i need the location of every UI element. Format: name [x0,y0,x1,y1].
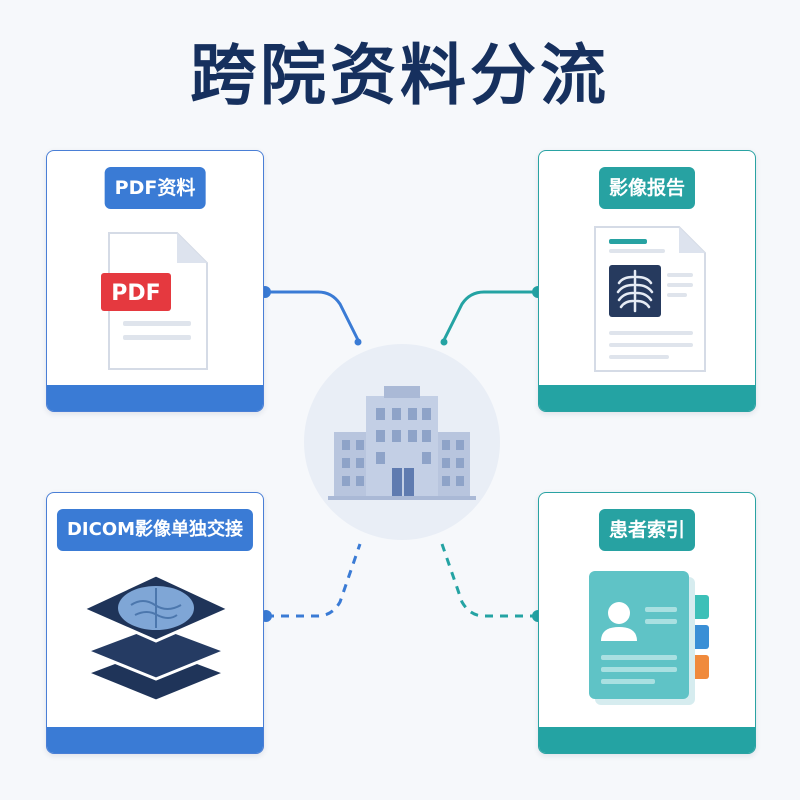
pdf-badge-text: PDF [111,281,160,306]
hospital-building-icon [328,386,476,500]
page-title: 跨院资料分流 [190,37,610,114]
index-card-label: 患者索引 [598,509,696,551]
pdf-document-icon: PDF [101,232,208,370]
patient-folder-icon [589,571,709,705]
connector-index [440,543,544,622]
hospital-hub [304,344,500,540]
connector-dicom [260,543,362,622]
dicom-card: DICOM影像单独交接 [46,492,264,754]
report-card: 影像报告 [538,150,756,412]
index-card-bar [539,727,755,753]
pdf-card: PDF资料 PDF [46,150,264,412]
report-card-label: 影像报告 [598,167,696,209]
pdf-card-bar [47,385,263,411]
dicom-card-label: DICOM影像单独交接 [56,509,254,551]
image-stack-icon [79,573,233,703]
index-card: 患者索引 [538,492,756,754]
report-card-bar [539,385,755,411]
xray-report-icon [594,226,706,372]
connector-pdf [259,286,362,346]
dicom-card-bar [47,727,263,753]
pdf-card-label: PDF资料 [104,167,206,209]
connector-report [440,286,544,346]
